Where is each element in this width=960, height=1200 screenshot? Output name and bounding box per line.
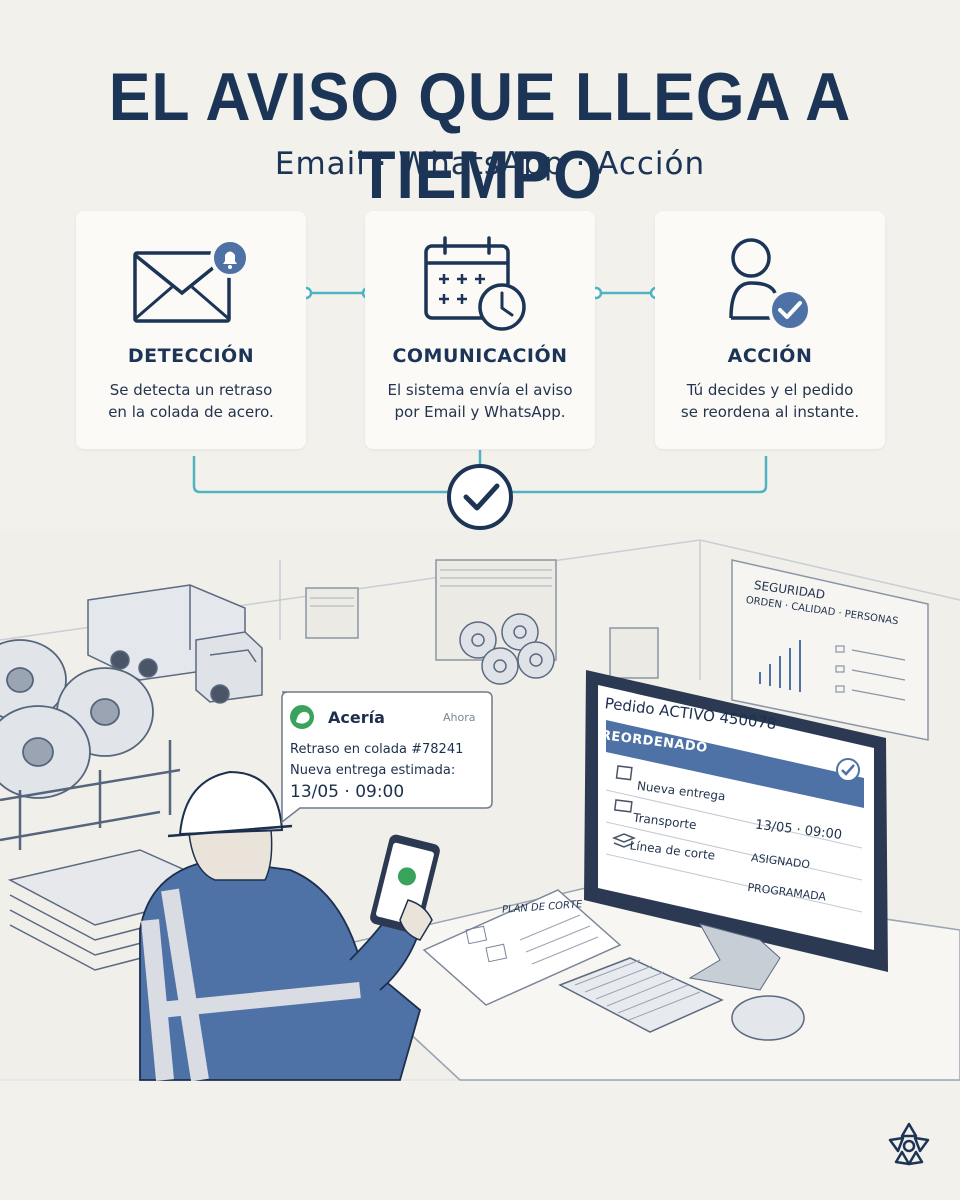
row-value: PROGRAMADA — [746, 880, 827, 904]
calendar-clock-icon — [424, 236, 526, 331]
truck — [87, 584, 263, 704]
chat-sender: Acería — [328, 708, 385, 727]
monitor-screen: Pedido ACTIVO 450078 REORDENADO Nueva en… — [576, 694, 862, 954]
envelope-bell-icon — [133, 238, 250, 323]
user-check-icon — [729, 238, 812, 332]
keyboard — [558, 957, 724, 1033]
row-label: Transporte — [632, 810, 698, 833]
check-circle-icon — [447, 464, 513, 530]
row-value: 13/05 · 09:00 — [754, 817, 843, 843]
chat-line: Nueva entrega estimada: — [290, 763, 456, 778]
chat-datetime: 13/05 · 09:00 — [290, 782, 405, 802]
cutting-plan-sheet — [422, 889, 622, 1006]
warehouse-illustration — [0, 530, 960, 1082]
row-label: Línea de corte — [628, 838, 716, 863]
computer-monitor — [584, 670, 888, 991]
row-label: Nueva entrega — [636, 778, 727, 804]
chat-line: Retraso en colada #78241 — [290, 742, 464, 757]
whatsapp-notification-bubble — [281, 691, 493, 824]
coil-rack — [0, 639, 154, 799]
flow-connectors — [192, 286, 768, 530]
status-banner: REORDENADO — [600, 727, 709, 756]
step-title: ACCIÓN — [727, 345, 813, 367]
mouse — [731, 995, 805, 1041]
steel-coils — [459, 613, 555, 685]
safety-poster — [731, 559, 929, 741]
page-title: EL AVISO QUE LLEGA A TIEMPO — [108, 59, 852, 213]
brand-logo-icon — [888, 1122, 930, 1166]
whatsapp-icon — [290, 705, 314, 729]
step-title: DETECCIÓN — [127, 345, 255, 367]
step-title: COMUNICACIÓN — [392, 345, 568, 367]
worker — [139, 770, 440, 1082]
chat-time: Ahora — [443, 711, 476, 724]
row-value: ASIGNADO — [750, 851, 811, 872]
page-subtitle: Email · WhatsApp · Acción — [274, 146, 706, 182]
